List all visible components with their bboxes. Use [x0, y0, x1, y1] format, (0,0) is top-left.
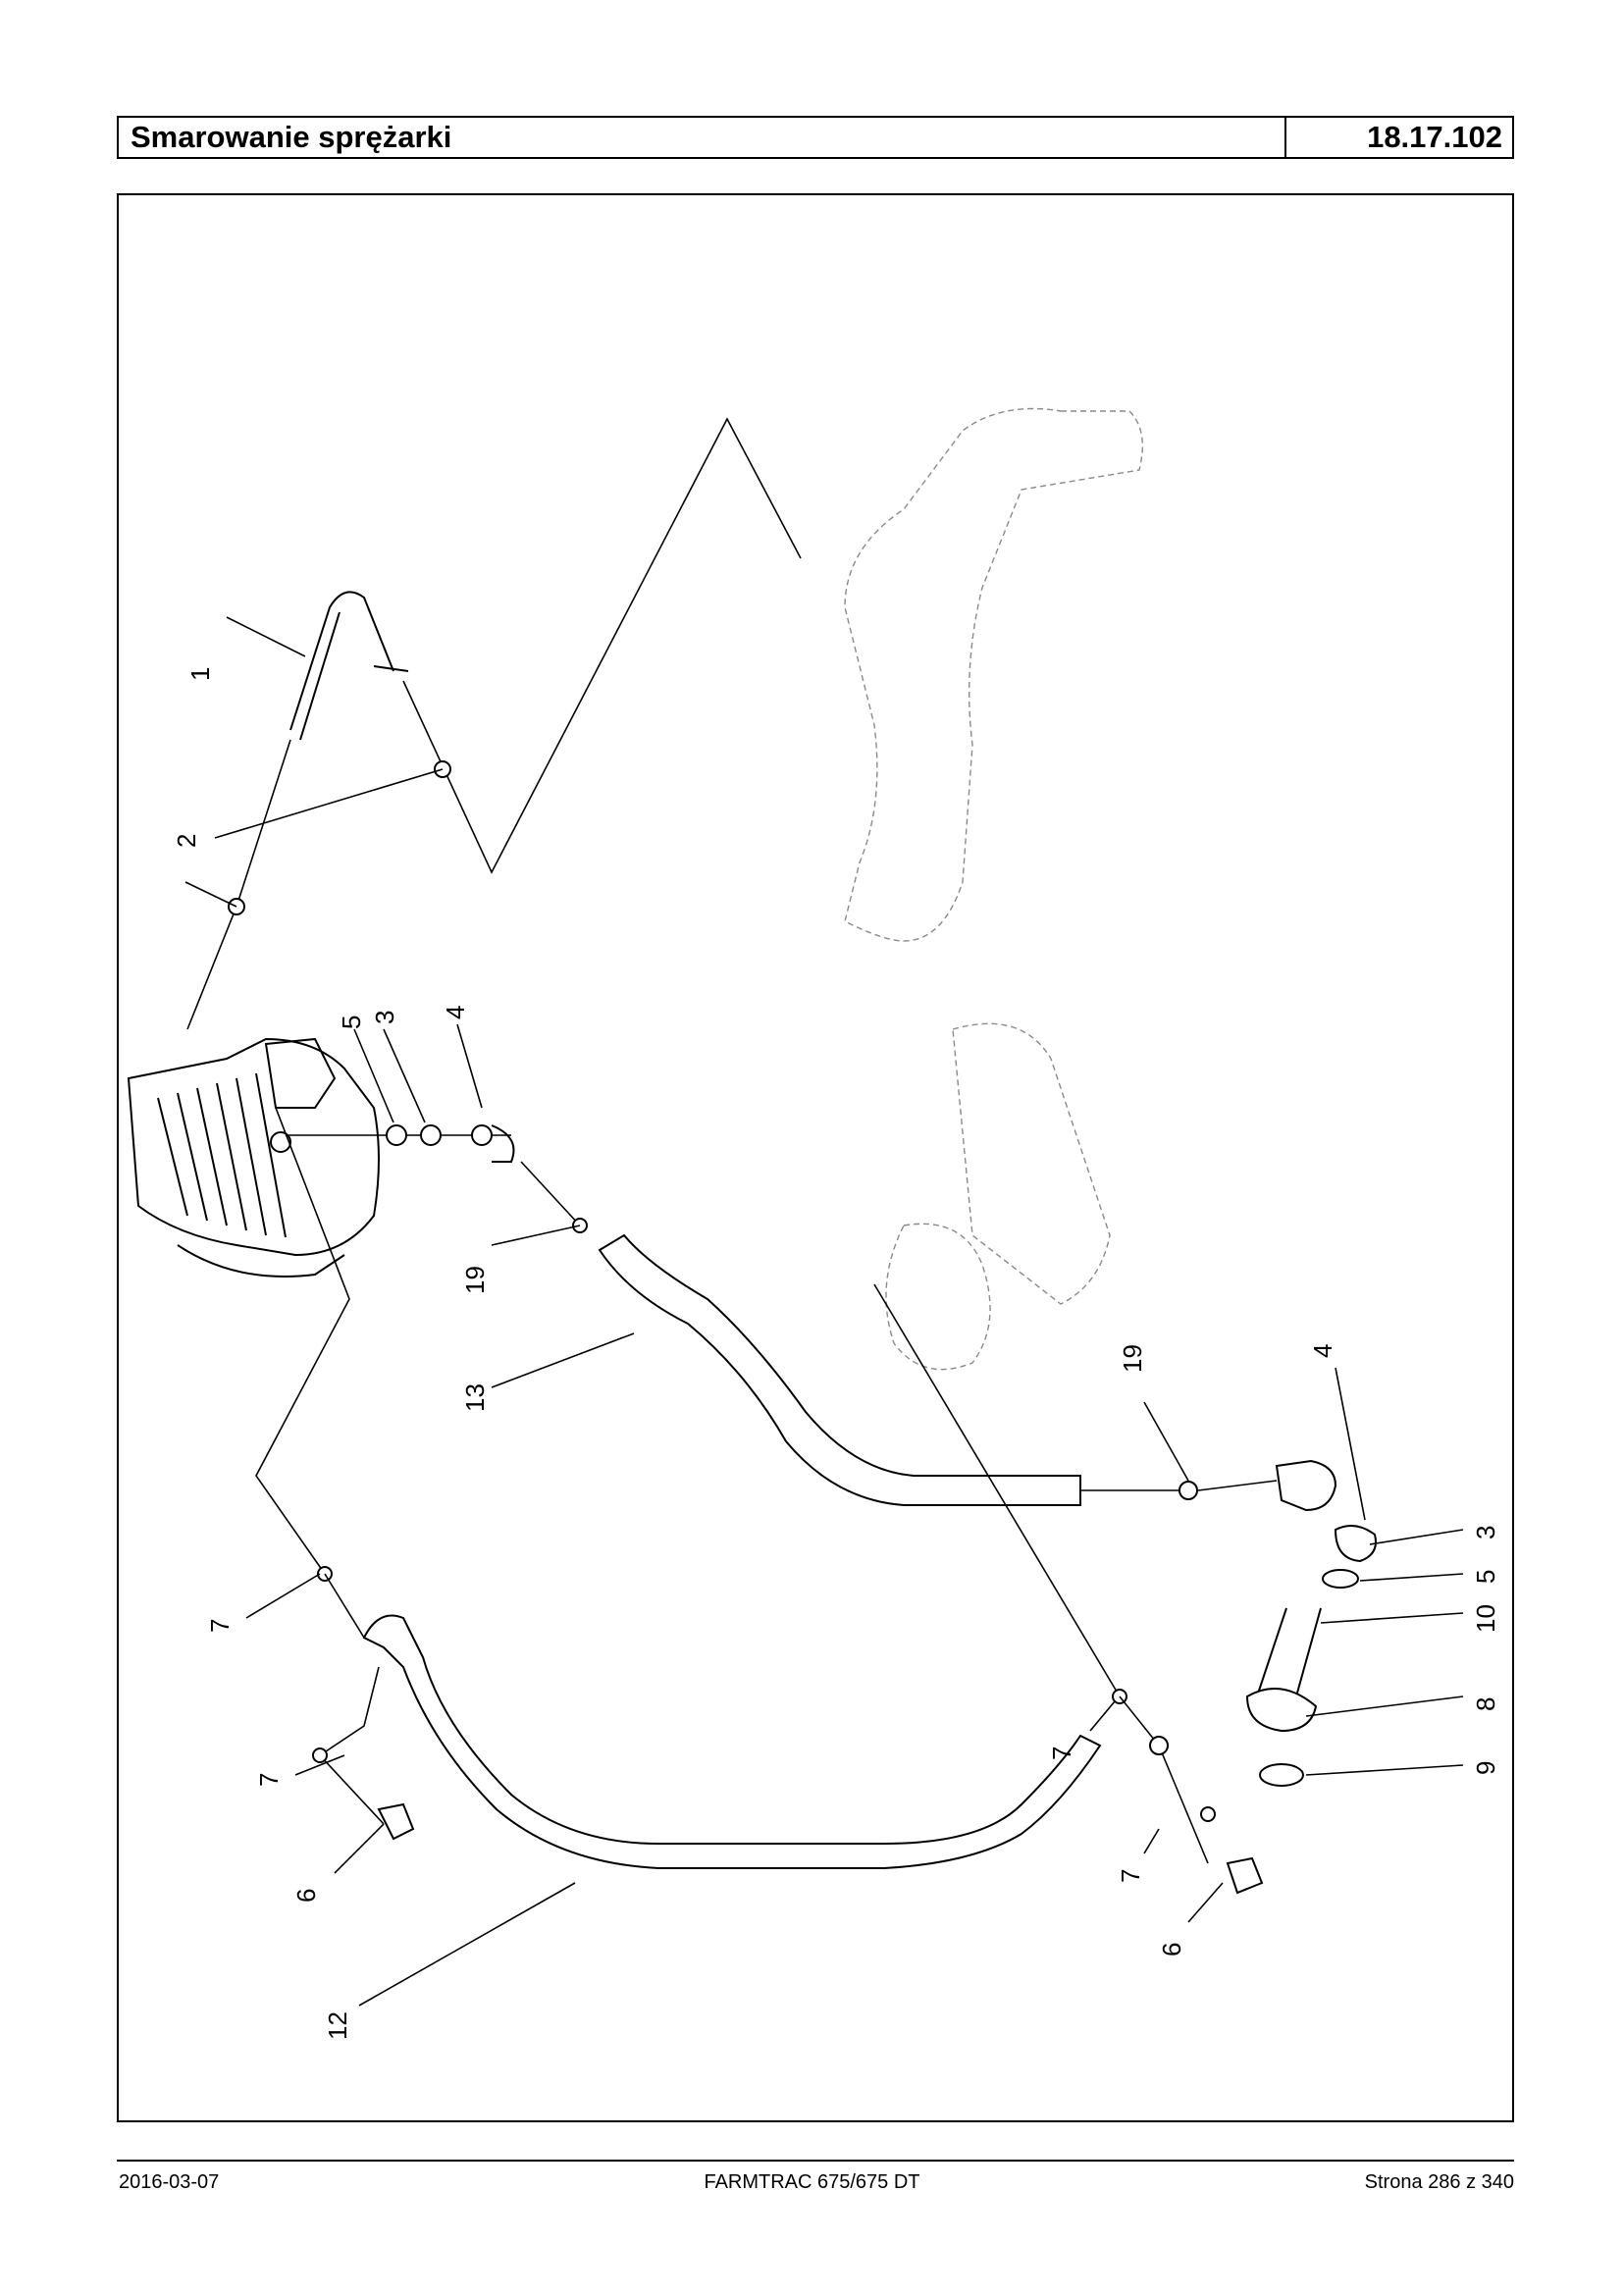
- hose-13: [286, 1124, 1337, 1512]
- page-title: Smarowanie sprężarki: [119, 118, 1286, 157]
- leader-lines: [184, 616, 1464, 2007]
- callout-8: 8: [1471, 1697, 1500, 1711]
- callout-6b: 6: [1157, 1943, 1186, 1956]
- footer-page-number: Strona 286 z 340: [1364, 2171, 1514, 2193]
- section-code: 18.17.102: [1367, 120, 1502, 154]
- callout-19a: 19: [460, 1266, 490, 1294]
- diagram-frame: 1 2 5 3 4 19 13 19 4 3 5 10 8 9 7 7 6 12…: [117, 193, 1514, 2122]
- callout-2: 2: [172, 834, 201, 848]
- ghost-pipe: [844, 407, 1144, 942]
- hose-12: [255, 1107, 1264, 1895]
- callout-5b: 5: [1471, 1570, 1500, 1584]
- callout-7b: 7: [254, 1773, 284, 1787]
- callout-19b: 19: [1118, 1344, 1147, 1373]
- callout-7c: 7: [1047, 1747, 1076, 1760]
- callout-1: 1: [185, 667, 215, 681]
- callout-10: 10: [1471, 1604, 1500, 1633]
- ghost-tank: [885, 1022, 1111, 1371]
- callout-3a: 3: [370, 1011, 399, 1024]
- callout-4a: 4: [441, 1006, 470, 1019]
- compressor: [127, 1037, 380, 1278]
- callout-9: 9: [1471, 1761, 1500, 1775]
- exploded-diagram: 1 2 5 3 4 19 13 19 4 3 5 10 8 9 7 7 6 12…: [127, 407, 1500, 2040]
- callout-7a: 7: [205, 1619, 235, 1633]
- callout-7d: 7: [1116, 1869, 1145, 1883]
- hose-1: [186, 417, 802, 1030]
- callout-13: 13: [460, 1383, 490, 1412]
- callout-12: 12: [323, 2011, 352, 2040]
- callout-6a: 6: [291, 1889, 321, 1903]
- callout-4b: 4: [1308, 1344, 1337, 1358]
- footer-divider: [117, 2160, 1514, 2162]
- callout-3b: 3: [1471, 1526, 1500, 1539]
- callout-5a: 5: [337, 1016, 366, 1029]
- callout-labels: 1 2 5 3 4 19 13 19 4 3 5 10 8 9 7 7 6 12…: [172, 667, 1500, 2040]
- footer-model: FARMTRAC 675/675 DT: [704, 2171, 920, 2193]
- footer-date: 2016-03-07: [119, 2171, 220, 2193]
- page-header: Smarowanie sprężarki 18.17.102: [117, 116, 1514, 159]
- fitting-group: [1245, 1525, 1377, 1787]
